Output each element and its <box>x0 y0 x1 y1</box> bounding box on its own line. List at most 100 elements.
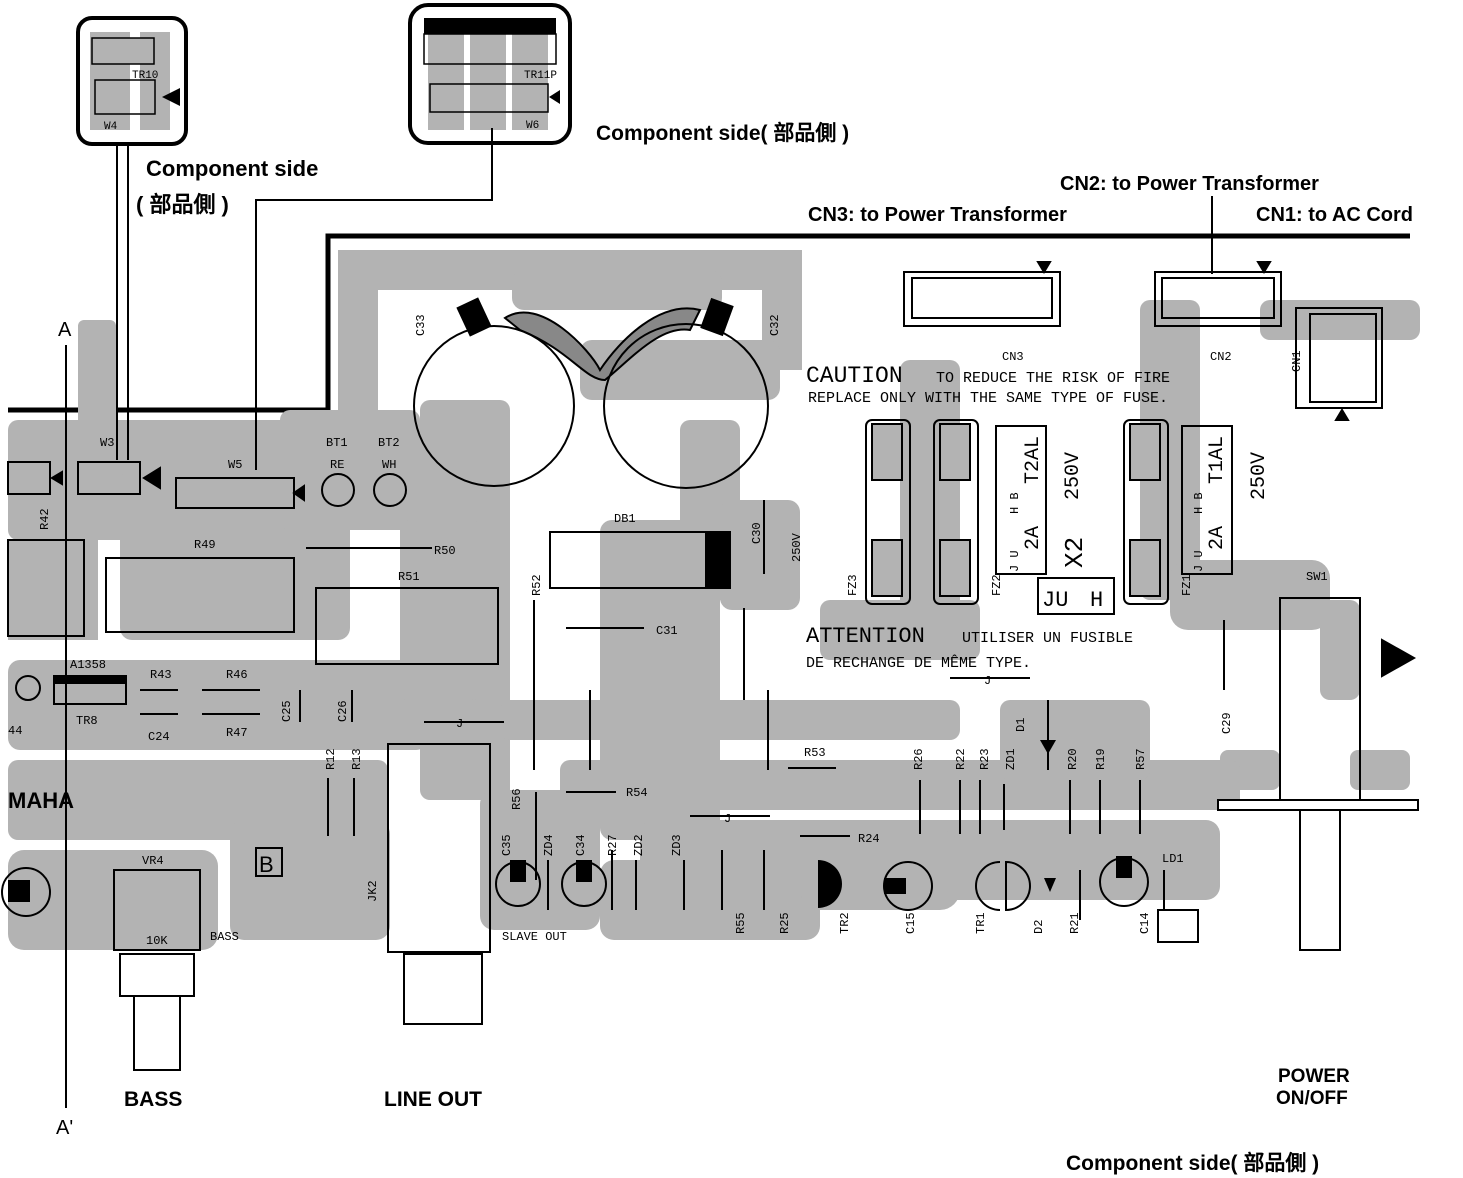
ref-slave-out: SLAVE OUT <box>502 930 567 944</box>
ref-r43: R43 <box>150 668 172 682</box>
part-references-vertical: C33 C32 CN1 R42 C30 250V R52 FZ3 FZ2 FZ1… <box>38 314 1304 934</box>
ref-r53: R53 <box>804 746 826 760</box>
ref-r27: R27 <box>606 834 620 856</box>
ref-c15: C15 <box>904 912 918 934</box>
fuse-label-h: H <box>1090 588 1103 613</box>
ref-tr8: TR8 <box>76 714 98 728</box>
ref-r51: R51 <box>398 570 420 584</box>
caption-cn1: CN1: to AC Cord <box>1256 204 1413 226</box>
label-w6: W6 <box>526 120 539 132</box>
ref-r46: R46 <box>226 668 248 682</box>
ref-r52: R52 <box>530 574 544 596</box>
hatched-jumper <box>503 307 702 382</box>
caution-heading: CAUTION <box>806 363 903 389</box>
attention-line-1: UTILISER UN FUSIBLE <box>962 630 1133 647</box>
ref-c35: C35 <box>500 834 514 856</box>
caption-component-side-top: Component side( 部品側 ) <box>596 121 849 145</box>
ref-r49: R49 <box>194 538 216 552</box>
part-references: CN3 CN2 W3 W5 BT1 BT2 RE WH R49 R50 R51 … <box>8 350 1328 948</box>
ref-c24: C24 <box>148 730 170 744</box>
caption-power: POWER <box>1278 1066 1350 1087</box>
ref-bt1: BT1 <box>326 436 348 450</box>
ref-vr4: VR4 <box>142 854 164 868</box>
ref-c33: C33 <box>414 314 428 336</box>
ref-yamaha: MAHA <box>8 788 74 813</box>
caption-cn2: CN2: to Power Transformer <box>1060 173 1319 195</box>
fuse-label-hb-a: H B <box>1008 492 1022 514</box>
fuse-label-t1al: T1AL <box>1206 436 1229 484</box>
insert-tr11 <box>408 3 572 145</box>
ref-r13: R13 <box>350 748 364 770</box>
copper-traces <box>8 250 1420 950</box>
ref-c30: C30 <box>750 522 764 544</box>
ref-c14: C14 <box>1138 912 1152 934</box>
ref-wh: WH <box>382 458 396 472</box>
ref-r22: R22 <box>954 748 968 770</box>
ref-c25: C25 <box>280 700 294 722</box>
label-tr11: TR11P <box>524 70 557 82</box>
fuse-label-x2: X2 <box>1060 537 1090 568</box>
power-switch <box>1217 597 1419 951</box>
ref-j-2: J <box>984 674 991 688</box>
ref-d1: D1 <box>1014 718 1028 732</box>
ref-r54: R54 <box>626 786 648 800</box>
ref-r56: R56 <box>510 788 524 810</box>
ref-r55: R55 <box>734 912 748 934</box>
ref-r23: R23 <box>978 748 992 770</box>
fuse-label-2a-b: 2A <box>1206 526 1229 550</box>
ref-fz3: FZ3 <box>846 574 860 596</box>
attention-heading: ATTENTION <box>806 624 925 649</box>
ref-zd2: ZD2 <box>632 834 646 856</box>
section-label-a-prime: A' <box>56 1117 73 1139</box>
fuse-label-ju: JU <box>1042 588 1068 613</box>
ref-db1: DB1 <box>614 512 636 526</box>
label-w4: W4 <box>104 121 118 133</box>
ref-tr1: TR1 <box>974 912 988 934</box>
ref-10k: 10K <box>146 934 168 948</box>
ref-a1358: A1358 <box>70 658 106 672</box>
ref-re: RE <box>330 458 344 472</box>
ref-w3: W3 <box>100 436 114 450</box>
ref-r19: R19 <box>1094 748 1108 770</box>
ref-r44: 44 <box>8 724 22 738</box>
caption-component-side-left-jp: ( 部品側 ) <box>136 192 229 217</box>
solid-parts <box>8 740 1132 908</box>
caution-line-1: TO REDUCE THE RISK OF FIRE <box>936 370 1170 387</box>
ref-r12: R12 <box>324 748 338 770</box>
ref-r20: R20 <box>1066 748 1080 770</box>
caption-power-onoff: ON/OFF <box>1276 1088 1348 1109</box>
fuse-label-hb-b: H B <box>1192 492 1206 514</box>
fuse-label-2a-a: 2A <box>1022 526 1045 550</box>
board-outline <box>8 233 1410 413</box>
ref-fz2: FZ2 <box>990 574 1004 596</box>
ref-r21: R21 <box>1068 912 1082 934</box>
ref-zd1: ZD1 <box>1004 748 1018 770</box>
ref-cn1: CN1 <box>1290 350 1304 372</box>
section-label-a: A <box>58 319 72 341</box>
ref-c31: C31 <box>656 624 678 638</box>
ref-zd4: ZD4 <box>542 834 556 856</box>
fuse-label-250v-b: 250V <box>1248 452 1271 500</box>
electrolytic-capacitors <box>413 297 769 489</box>
ref-c29: C29 <box>1220 712 1234 734</box>
label-tr10: TR10 <box>132 70 158 82</box>
caution-line-2: REPLACE ONLY WITH THE SAME TYPE OF FUSE. <box>808 390 1168 407</box>
fuse-label-250v-a: 250V <box>1062 452 1085 500</box>
ref-b: B <box>259 852 274 877</box>
ref-c32: C32 <box>768 314 782 336</box>
fuse-label-t2al: T2AL <box>1022 436 1045 484</box>
ref-r24: R24 <box>858 832 880 846</box>
fuse-label-ju-a: J U <box>1008 550 1022 572</box>
ref-r57: R57 <box>1134 748 1148 770</box>
ref-bass: BASS <box>210 930 239 944</box>
attention-line-2: DE RECHANGE DE MÊME TYPE. <box>806 654 1031 672</box>
caption-bass: BASS <box>124 1088 182 1111</box>
caption-cn3: CN3: to Power Transformer <box>808 204 1067 226</box>
ref-c26: C26 <box>336 700 350 722</box>
leader-lines <box>116 128 1213 470</box>
fuse-label-ju-b: J U <box>1192 550 1206 572</box>
fuses <box>865 419 1233 615</box>
ref-cn2: CN2 <box>1210 350 1232 364</box>
ref-r25: R25 <box>778 912 792 934</box>
